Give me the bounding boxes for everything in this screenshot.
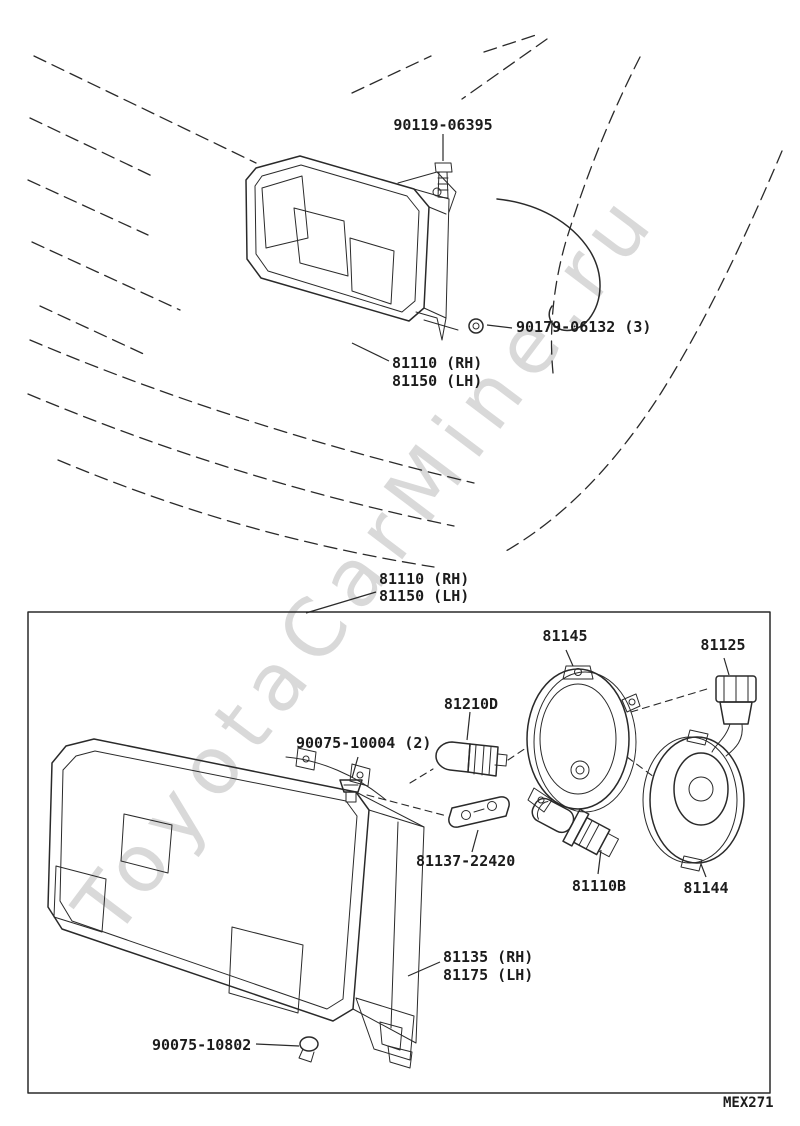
car-body-sketch — [27, 34, 783, 568]
socket-plug-drawing — [711, 675, 757, 757]
part-label-socket-cover: 81144 — [683, 879, 728, 897]
part-label-unit-lh: 81175 (LH) — [443, 966, 533, 984]
retainer-ring-drawing — [526, 665, 641, 813]
part-label-assembly-lh-mid: 81150 (LH) — [379, 587, 469, 605]
part-label-retainer-ring: 81145 — [542, 627, 587, 645]
leader-signal-bulb — [466, 711, 471, 741]
part-label-bracket-plate: 81137-22420 — [416, 852, 515, 870]
part-label-assembly-lh-top: 81150 (LH) — [392, 372, 482, 390]
leader-lines-top — [305, 134, 513, 614]
part-label-assembly-rh-top: 81110 (RH) — [392, 354, 482, 372]
part-label-assembly-rh-mid: 81110 (RH) — [379, 570, 469, 588]
part-label-mount-nut: 90179-06132 (3) — [516, 318, 651, 336]
leader-grommet — [255, 1043, 300, 1047]
leader-clip — [351, 756, 359, 779]
part-label-headlamp-bulb: 81110B — [572, 877, 626, 895]
bracket-plate-drawing — [448, 796, 510, 828]
part-label-signal-bulb: 81210D — [444, 695, 498, 713]
headlamp-bulb-drawing — [531, 797, 620, 858]
leader-mount-nut — [486, 324, 513, 329]
part-label-grommet: 90075-10802 — [152, 1036, 251, 1054]
mount-nut-drawing — [468, 318, 484, 334]
headlamp-unit-drawing — [47, 738, 425, 1069]
leader-unit-label — [407, 961, 441, 977]
leader-assembly-box — [305, 591, 377, 614]
watermark-text: ToyotaCarMine.ru — [55, 171, 676, 952]
assembly-dashed-links — [366, 688, 708, 817]
grommet-drawing — [298, 1036, 319, 1063]
detail-box-frame — [27, 611, 771, 1094]
socket-cover-drawing — [642, 729, 745, 872]
figure-code: MEX271 — [723, 1095, 774, 1111]
leader-bracket-plate — [471, 829, 479, 853]
leader-socket-cover — [700, 863, 707, 878]
leader-socket-plug — [723, 657, 730, 676]
signal-bulb-drawing — [435, 741, 508, 777]
mount-bolt-drawing — [434, 162, 453, 199]
part-label-socket-plug: 81125 — [700, 636, 745, 654]
leader-retainer-ring — [565, 649, 574, 667]
leader-assembly-top — [351, 342, 390, 362]
part-label-clip: 90075-10004 (2) — [296, 734, 431, 752]
clip-drawing — [339, 779, 363, 803]
headlamp-assembly-drawing — [245, 155, 459, 341]
leader-headlamp-bulb — [597, 849, 602, 875]
part-label-unit-rh: 81135 (RH) — [443, 948, 533, 966]
leader-lines-box — [255, 649, 730, 1047]
part-label-mount-bolt: 90119-06395 — [393, 116, 492, 134]
